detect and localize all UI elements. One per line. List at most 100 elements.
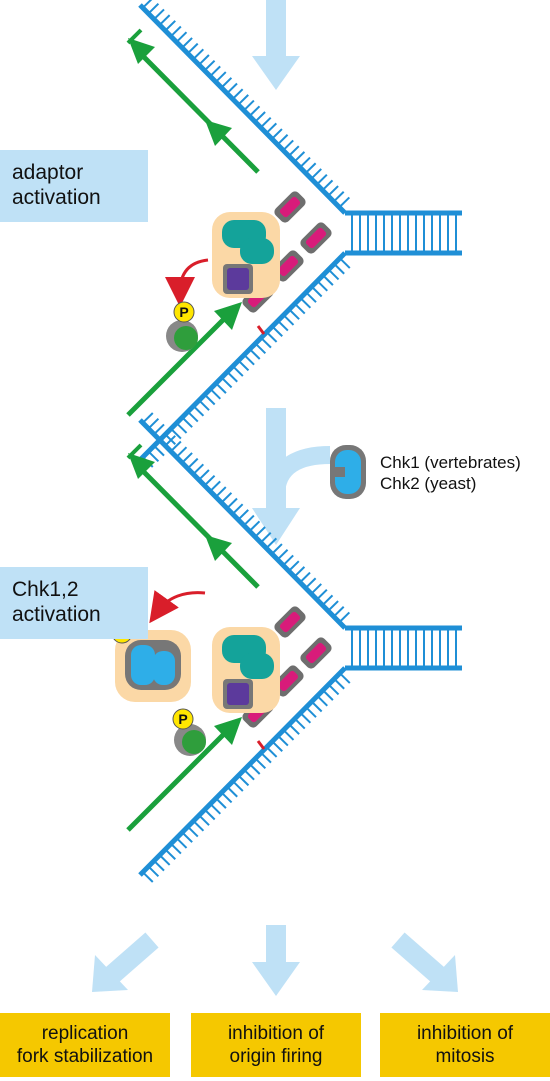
dna-base-tick [164,848,176,860]
dna-base-tick [254,526,266,538]
lagging-end-cap [126,28,143,45]
dna-base-tick [293,566,306,578]
dna-base-tick [316,588,328,601]
leading-strand [126,726,232,832]
outcome-inhibition-of-origin-firing: inhibition of origin firing [191,1013,361,1077]
outcome-arrow-left [92,932,159,992]
rpa-protein [300,637,332,669]
dna-base-tick [265,746,278,758]
chk-lobe [153,651,175,685]
dna-base-tick [276,134,289,146]
dna-base-tick [305,291,317,303]
dna-base-tick [304,577,317,589]
dna-base-tick [203,59,216,72]
dna-base-tick [333,263,345,275]
dna-base-tick [294,717,306,730]
dna-base-tick [248,520,261,532]
dna-base-tick [215,382,227,394]
dna-base-tick [170,25,182,38]
dna-base-tick [310,700,323,713]
chk1-vertebrates-text: Chk1 (vertebrates) [380,453,521,472]
rpa-protein [272,665,304,697]
phosphorylated-effector: P [166,301,198,352]
dna-base-tick [339,257,351,269]
dna-base-tick [192,463,205,475]
phosphate-label: P [179,304,188,320]
dna-base-tick [209,388,222,400]
dna-base-tick [333,191,345,203]
dna-base-tick [327,683,340,696]
dna-base-tick [198,814,210,826]
rpa-core [279,611,301,633]
replication-fork-2: PP [111,412,462,883]
adaptor-protein [227,683,249,705]
dna-base-tick [304,162,317,174]
dna-base-tick [226,497,238,510]
dna-base-tick [288,560,300,572]
dna-base-tick [175,422,188,434]
rpa-core [279,196,301,218]
dna-base-tick [170,428,182,440]
dna-base-tick [153,860,165,872]
dna-base-tick [220,376,233,389]
dna-base-tick [187,42,199,55]
dna-base-tick [321,594,334,606]
dna-base-tick [153,445,165,457]
dna-base-tick [237,359,250,372]
dna-base-tick [147,450,160,463]
dna-base-tick [271,325,283,337]
dna-base-tick [322,689,334,701]
dna-base-tick [232,365,244,377]
dna-base-tick [220,791,233,804]
dna-base-tick [260,337,272,349]
lagging-arrowhead-2 [205,120,232,146]
dna-base-tick [187,825,199,838]
adaptor-activation-label: adaptor activation [0,150,148,222]
chk-lobe [131,645,155,685]
dna-base-tick [243,99,255,112]
dna-base-tick [282,729,295,741]
dna-base-tick [260,531,272,544]
dna-base-tick [277,320,289,332]
dna-base-tick [220,77,233,89]
dna-base-tick [192,48,205,60]
dna-base-tick [231,88,244,100]
dna-base-tick [243,769,255,781]
rpa-core [277,255,299,277]
dna-base-tick [198,399,210,411]
dna-base-tick [260,116,272,129]
dna-base-tick [299,297,312,309]
dna-base-tick [215,71,227,83]
flow-arrow-middle [252,408,331,545]
phosphate-icon [173,301,195,323]
dna-base-tick [181,831,193,843]
dna-base-tick [277,735,289,747]
dna-base-tick [181,416,193,428]
dna-base-tick [254,111,266,123]
dna-base-tick [276,549,289,561]
effector-core [182,730,206,754]
dna-base-tick [204,393,216,406]
dna-base-tick [158,14,171,26]
dna-base-tick [153,423,165,435]
sensor-kinase-complex [212,212,280,298]
dna-base-tick [164,20,176,32]
rpa-core [277,670,299,692]
dna-base-tick [153,8,165,20]
dna-base-tick [147,3,160,15]
dna-base-tick [209,65,221,77]
phosphate-label: P [178,711,187,727]
sensor-subunit [240,653,274,679]
dna-base-tick [282,314,295,326]
dna-base-tick [249,348,261,360]
dna-base-tick [327,268,340,281]
lagging-arrowhead-1 [128,38,155,64]
dna-base-tick [209,480,221,492]
dna-base-tick [299,571,311,584]
effector-core [174,326,198,350]
dna-base-tick [322,274,334,286]
dna-base-tick [293,151,306,163]
dna-base-tick [215,797,227,809]
phosphorylated-effector: P [172,708,206,756]
sensor-subunit [240,238,274,264]
